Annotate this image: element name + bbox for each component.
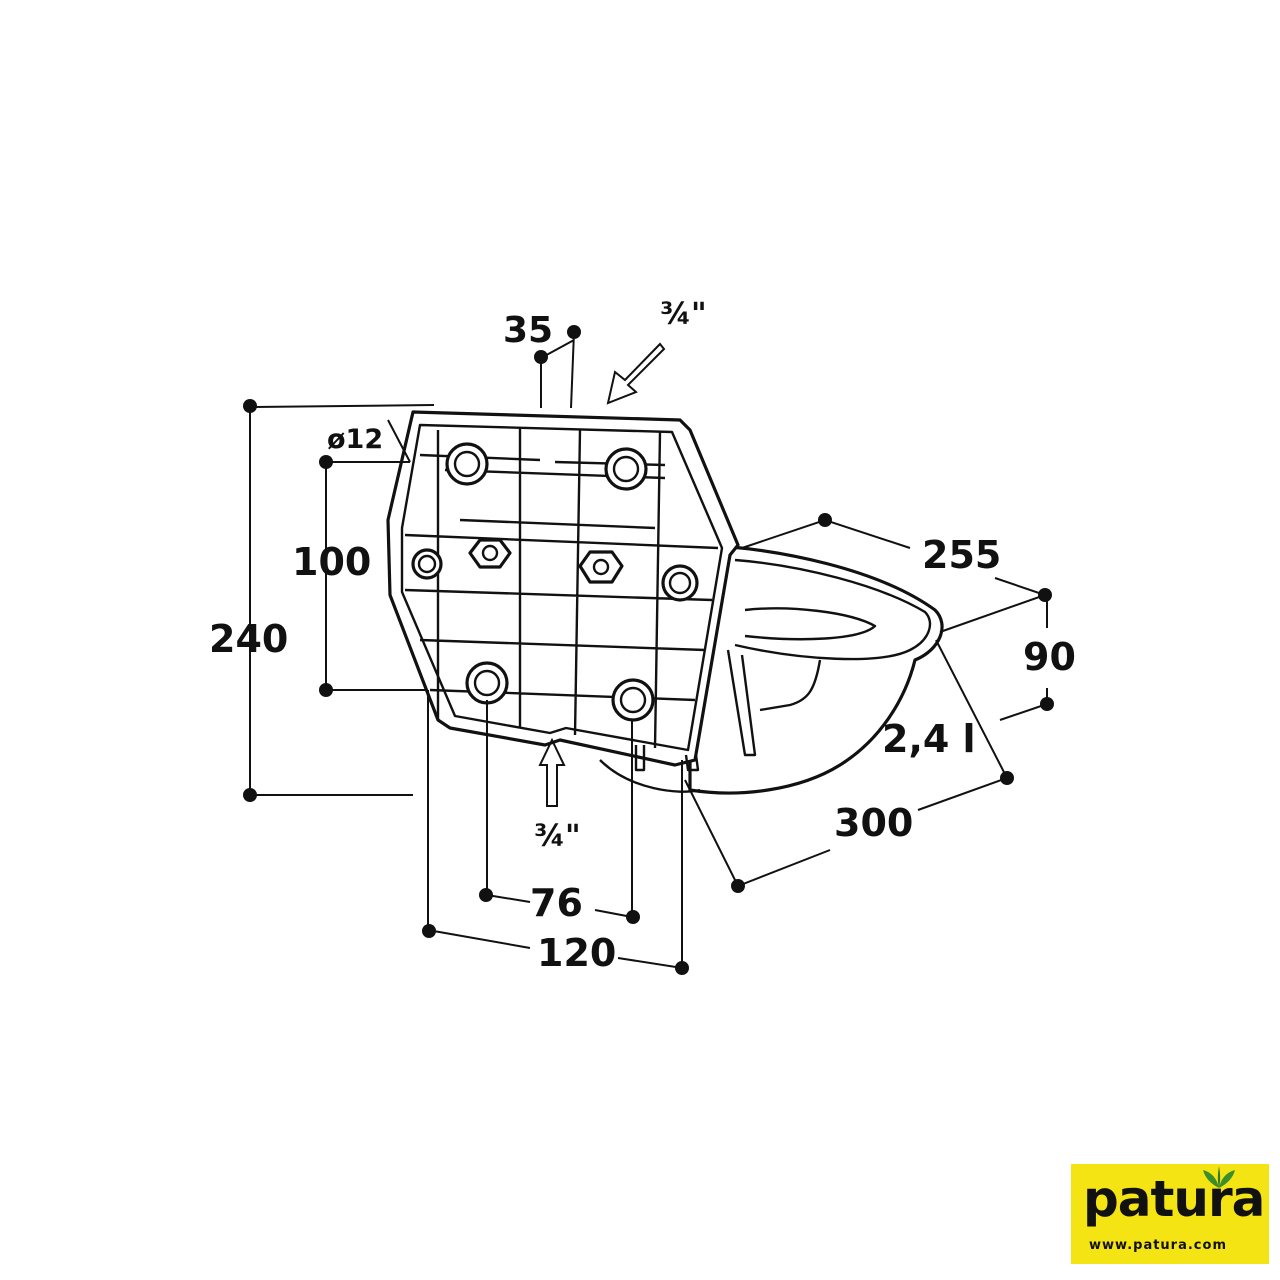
logo-wordmark: patura [1083,1170,1265,1228]
leaf-icon [1203,1166,1235,1188]
logo-url: www.patura.com [1089,1238,1227,1253]
dim-thread-top: ¾" [660,297,707,332]
dim-76: 76 [530,881,583,925]
mounting-plate [386,410,740,772]
dim-255: 255 [922,533,1001,577]
bowl [599,543,944,795]
patura-logo: patura www.patura.com [1071,1164,1269,1264]
bowl-support-left [726,649,757,757]
volume-label: 2,4 l [882,717,976,761]
dim-35: 35 [503,310,553,351]
dim-240: 240 [209,617,288,661]
dim-90: 90 [1023,635,1076,679]
bowl-inner-rim [744,607,877,641]
hex-nut-left [468,538,512,569]
bowl-support-right [759,659,822,712]
valve-pins [634,745,700,772]
dimension-lines [243,325,1054,975]
plate-inner-frame [400,423,724,752]
bowl-rim [734,558,932,661]
dim-300: 300 [834,801,913,845]
dim-thread-bottom: ¾" [534,819,581,854]
hex-nut-right [578,550,624,584]
bowl-bottom-edge [599,759,701,793]
dim-diameter-12: ø12 [327,424,383,455]
dim-120: 120 [537,931,616,975]
dim-100: 100 [292,540,371,584]
